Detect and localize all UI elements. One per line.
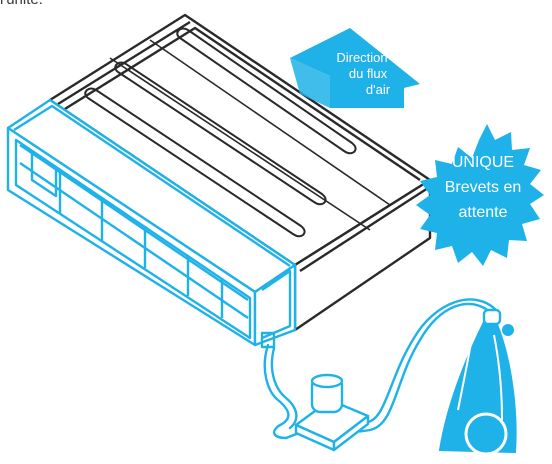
airflow-label-line3: d'air xyxy=(366,82,391,97)
airflow-label-line2: du flux xyxy=(349,66,388,81)
badge-line2: Brevets en xyxy=(445,179,521,196)
vacuum-cleaner-icon xyxy=(438,308,517,456)
starburst-badge-icon: UNIQUE Brevets en attente xyxy=(416,124,544,266)
pump-device-icon xyxy=(294,373,370,452)
airflow-arrow-icon: Direction du flux d'air xyxy=(290,28,420,108)
air-conditioner-unit-icon xyxy=(48,13,432,332)
airflow-label-line1: Direction xyxy=(336,50,387,65)
badge-line1: UNIQUE xyxy=(452,154,514,171)
front-grille xyxy=(6,98,297,349)
badge-line3: attente xyxy=(459,204,508,221)
caption-text: l'unité. xyxy=(0,0,43,8)
